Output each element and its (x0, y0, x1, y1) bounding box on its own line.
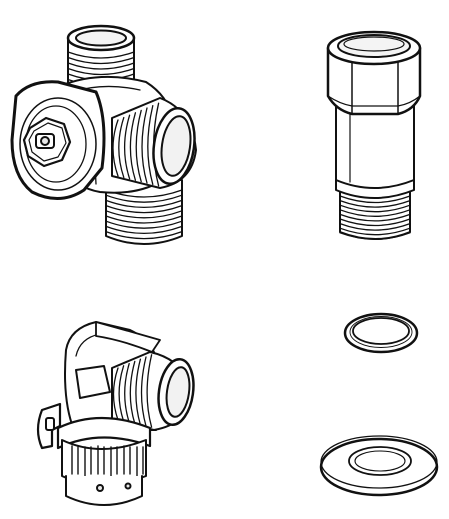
thread-line (105, 210, 183, 219)
nipple-lower-thread (339, 185, 411, 240)
thread-line (123, 445, 131, 475)
thread-line (118, 365, 125, 422)
nipple-shaft (335, 103, 415, 189)
thread-line (147, 104, 154, 186)
elbow-threaded-outlet (111, 351, 195, 431)
thread-line (339, 227, 411, 236)
bottom-threaded-spout (105, 179, 183, 245)
thread-line (135, 358, 142, 426)
thread-line (124, 362, 130, 424)
thread-line (105, 204, 183, 214)
thread-line (84, 446, 92, 477)
thread-line (67, 67, 135, 76)
thread-line (105, 220, 183, 229)
thread-line (118, 116, 125, 179)
left-flange (10, 80, 106, 200)
thread-line (67, 51, 135, 59)
thread-line (339, 213, 411, 222)
thread-line (339, 218, 411, 227)
thread-line (339, 232, 411, 240)
hex-nut (22, 116, 72, 168)
hex-head (326, 30, 422, 116)
thread-line (112, 367, 119, 421)
thread-line (135, 109, 142, 183)
thread-line (110, 446, 118, 477)
thread-line (105, 194, 183, 203)
thread-line (124, 114, 131, 180)
thread-line (67, 56, 135, 65)
large-flat-gasket (319, 435, 439, 497)
thread-line (71, 445, 79, 475)
right-threaded-spout (111, 97, 197, 189)
hex-extension-nipple (326, 30, 422, 240)
thread-line (105, 215, 183, 224)
thread-line (67, 62, 135, 70)
retaining-clip (36, 402, 152, 506)
thread-line (339, 222, 411, 231)
thread-line (112, 119, 119, 177)
small-rubber-washer (343, 312, 419, 354)
thread-line (339, 209, 411, 217)
thread-line (339, 195, 411, 204)
thread-line (146, 354, 153, 428)
thread-line (97, 445, 105, 475)
locking-tab (75, 365, 111, 399)
thread-line (129, 360, 136, 425)
thread-line (105, 225, 183, 234)
elbow-connector-with-clip (36, 321, 195, 506)
thread-line (136, 446, 144, 477)
thread-line (339, 204, 411, 213)
thread-line (105, 230, 183, 240)
thread-line (339, 199, 411, 208)
thread-line (129, 112, 137, 181)
thread-line (140, 356, 147, 427)
thread-line (105, 199, 183, 208)
thread-line (141, 107, 148, 184)
three-way-valve-tee (10, 24, 197, 245)
